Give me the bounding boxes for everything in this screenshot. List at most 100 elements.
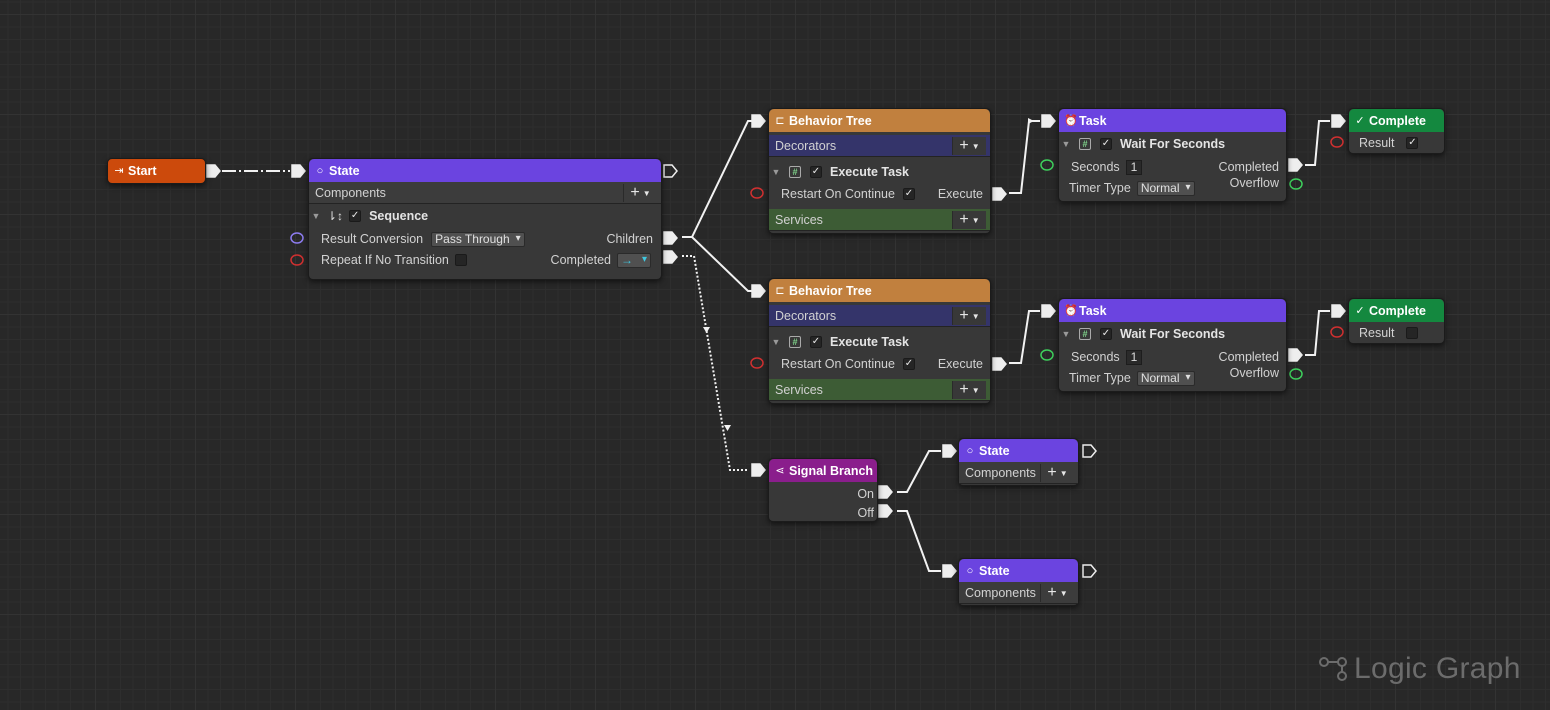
- tree-icon: ⊏: [775, 285, 785, 297]
- collapse-triangle-icon[interactable]: ▼: [311, 211, 321, 221]
- branch-components-label-1: Components: [965, 465, 1036, 480]
- main-state-header: ○ State: [309, 159, 661, 182]
- completed-arrow-value: →: [621, 253, 633, 267]
- completed-dropdown[interactable]: →: [617, 252, 651, 268]
- seconds-row-2: Seconds 1 Completed: [1059, 347, 1286, 367]
- collapse-triangle-icon[interactable]: ▼: [1061, 139, 1071, 149]
- tree-icon: ⊏: [775, 115, 785, 127]
- result-label-2: Result: [1359, 326, 1395, 340]
- add-decorator-button-2[interactable]: +▼: [952, 307, 986, 325]
- signal-branch-header: ⋖ Signal Branch: [769, 459, 877, 482]
- chevron-down-icon: ▼: [971, 311, 980, 321]
- task-completed-label-1: Completed: [1218, 160, 1279, 174]
- task-node-2[interactable]: ⏰ Task ▼ # ✓ Wait For Seconds Seconds 1 …: [1058, 298, 1287, 392]
- overflow-label-2: Overflow: [1229, 366, 1279, 380]
- script-hash-icon: #: [789, 166, 801, 178]
- wait-checkbox-1[interactable]: ✓: [1100, 138, 1112, 150]
- overflow-label-1: Overflow: [1229, 176, 1279, 190]
- add-service-button-1[interactable]: +▼: [952, 211, 986, 229]
- main-state-node[interactable]: ○ State Components +▼ ▼ ⇂↕ ✓ Sequence Re…: [308, 158, 662, 280]
- add-component-button-b2[interactable]: +▼: [1040, 584, 1074, 602]
- result-conversion-dropdown[interactable]: Pass Through: [431, 231, 525, 247]
- add-service-button-2[interactable]: +▼: [952, 381, 986, 399]
- graph-nodes-icon: [1319, 657, 1347, 681]
- collapse-triangle-icon[interactable]: ▼: [1061, 329, 1071, 339]
- task-node-1[interactable]: ⏰ Task ▼ # ✓ Wait For Seconds Seconds 1 …: [1058, 108, 1287, 202]
- state-circle-icon: ○: [966, 444, 974, 457]
- decorators-label-1: Decorators: [775, 138, 837, 153]
- wait-label-2: Wait For Seconds: [1120, 327, 1226, 341]
- execute-task-checkbox-1[interactable]: ✓: [810, 166, 822, 178]
- main-state-title: State: [329, 163, 360, 178]
- branch-state-node-1[interactable]: ○ State Components +▼: [958, 438, 1079, 486]
- task-1-title: Task: [1079, 113, 1107, 128]
- complete-node-2[interactable]: ✓ Complete Result: [1348, 298, 1445, 344]
- start-node[interactable]: ⇥ Start: [107, 158, 206, 184]
- seconds-input-2[interactable]: 1: [1125, 349, 1142, 365]
- check-circle-icon: ✓: [1355, 305, 1365, 317]
- task-2-title: Task: [1079, 303, 1107, 318]
- timer-row-2: Timer Type Normal Overflow: [1059, 366, 1286, 388]
- branch-components-label-2: Components: [965, 585, 1036, 600]
- collapse-triangle-icon[interactable]: ▼: [771, 337, 781, 347]
- completed-label: Completed: [550, 253, 611, 267]
- result-row-2: Result: [1349, 323, 1444, 343]
- timer-type-dropdown-1[interactable]: Normal: [1136, 180, 1195, 196]
- repeat-row: Repeat If No Transition Completed →: [309, 250, 661, 270]
- repeat-label: Repeat If No Transition: [321, 253, 449, 267]
- services-label-2: Services: [775, 382, 823, 397]
- execute-task-label-2: Execute Task: [830, 335, 909, 349]
- off-label: Off: [857, 506, 874, 520]
- execute-task-label-1: Execute Task: [830, 165, 909, 179]
- state-circle-icon: ○: [966, 564, 974, 577]
- seconds-input-1[interactable]: 1: [1125, 159, 1142, 175]
- wait-row-1: ▼ # ✓ Wait For Seconds: [1059, 134, 1286, 154]
- components-bar: Components +▼: [309, 182, 661, 204]
- wait-checkbox-2[interactable]: ✓: [1100, 328, 1112, 340]
- add-component-button-b1[interactable]: +▼: [1040, 464, 1074, 482]
- chevron-down-icon: ▼: [971, 215, 980, 225]
- on-row: On: [769, 484, 877, 504]
- result-checkbox-1[interactable]: ✓: [1406, 137, 1419, 149]
- timer-type-label-2: Timer Type: [1069, 371, 1131, 385]
- timer-type-dropdown-2[interactable]: Normal: [1136, 370, 1195, 386]
- result-conversion-label: Result Conversion: [321, 232, 424, 246]
- add-component-button[interactable]: +▼: [623, 184, 657, 202]
- restart-row-2: Restart On Continue ✓ Execute: [769, 354, 990, 374]
- behavior-tree-node-1[interactable]: ⊏ Behavior Tree Decorators +▼ ▼ # ✓ Exec…: [768, 108, 991, 234]
- start-node-header: ⇥ Start: [108, 159, 205, 182]
- components-label: Components: [315, 185, 386, 200]
- execute-task-checkbox-2[interactable]: ✓: [810, 336, 822, 348]
- branch-components-bar-2: Components +▼: [959, 582, 1078, 604]
- result-conversion-row: Result Conversion Pass Through Children: [309, 229, 661, 249]
- branch-state-node-2[interactable]: ○ State Components +▼: [958, 558, 1079, 606]
- repeat-checkbox[interactable]: [454, 254, 467, 266]
- sequence-enabled-checkbox[interactable]: ✓: [349, 210, 362, 222]
- children-label: Children: [606, 232, 653, 246]
- signal-branch-node[interactable]: ⋖ Signal Branch On Off: [768, 458, 878, 522]
- script-hash-icon: #: [1079, 138, 1091, 150]
- behavior-tree-1-header: ⊏ Behavior Tree: [769, 109, 990, 132]
- complete-1-title: Complete: [1369, 113, 1426, 128]
- branch-icon: ⋖: [775, 465, 785, 477]
- sequence-icon: ⇂↕: [327, 209, 344, 223]
- complete-node-1[interactable]: ✓ Complete Result ✓: [1348, 108, 1445, 154]
- watermark-text: Logic Graph: [1354, 652, 1521, 685]
- seconds-label-2: Seconds: [1071, 350, 1120, 364]
- branch-state-2-title: State: [979, 563, 1010, 578]
- add-decorator-button-1[interactable]: +▼: [952, 137, 986, 155]
- execute-label-1: Execute: [937, 187, 983, 201]
- result-checkbox-2[interactable]: [1406, 327, 1419, 339]
- restart-checkbox-2[interactable]: ✓: [902, 358, 915, 370]
- behavior-tree-node-2[interactable]: ⊏ Behavior Tree Decorators +▼ ▼ # ✓ Exec…: [768, 278, 991, 404]
- task-2-header: ⏰ Task: [1059, 299, 1286, 322]
- restart-checkbox-1[interactable]: ✓: [902, 188, 915, 200]
- services-bar-2: Services +▼: [769, 379, 990, 401]
- seconds-label-1: Seconds: [1071, 160, 1120, 174]
- collapse-triangle-icon[interactable]: ▼: [771, 167, 781, 177]
- restart-label-2: Restart On Continue: [781, 357, 895, 371]
- wait-label-1: Wait For Seconds: [1120, 137, 1226, 151]
- behavior-tree-1-title: Behavior Tree: [789, 113, 872, 128]
- off-row: Off: [769, 503, 877, 523]
- services-bar-1: Services +▼: [769, 209, 990, 231]
